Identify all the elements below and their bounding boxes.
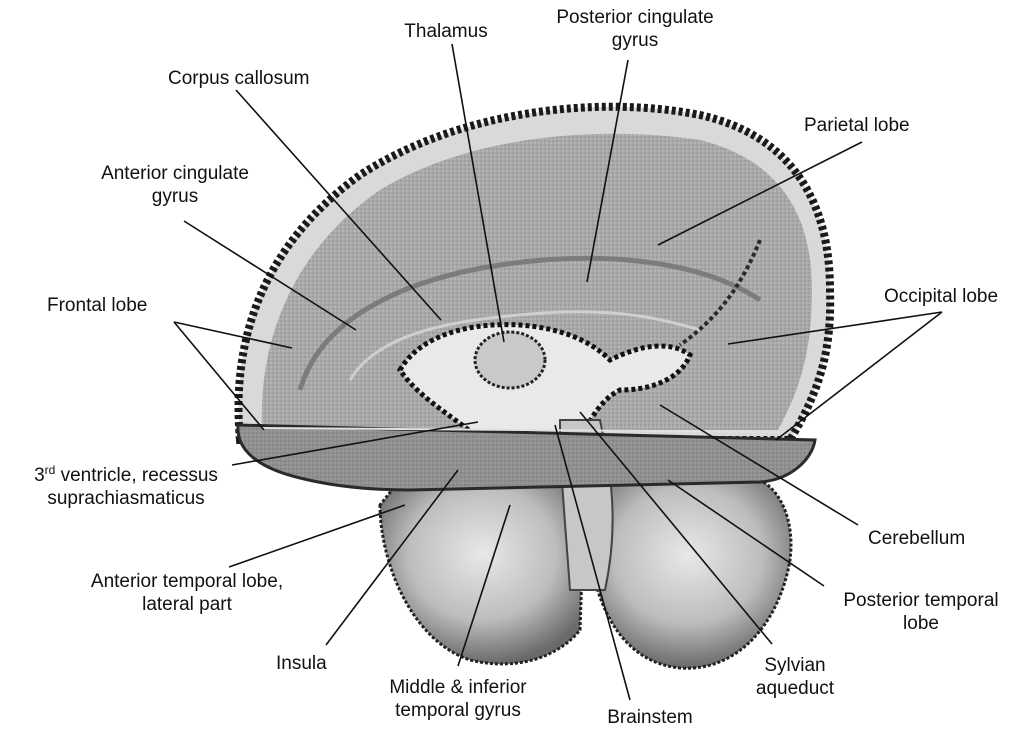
label-frontal-lobe: Frontal lobe (47, 294, 147, 317)
label-posterior-temporal-lobe: Posterior temporal lobe (826, 589, 1016, 635)
label-brainstem: Brainstem (590, 706, 710, 729)
label-thalamus: Thalamus (386, 20, 506, 43)
label-anterior-temporal-lobe: Anterior temporal lobe, lateral part (62, 570, 312, 616)
label-third-ventricle: 3rd ventricle, recessus suprachiasmaticu… (6, 464, 246, 510)
leader-anterior-temporal (229, 505, 405, 567)
label-occipital-lobe: Occipital lobe (884, 285, 998, 308)
label-cerebellum: Cerebellum (868, 527, 965, 550)
label-sylvian-aqueduct: Sylvian aqueduct (735, 654, 855, 700)
label-insula: Insula (276, 652, 327, 675)
label-corpus-callosum: Corpus callosum (168, 67, 310, 90)
label-parietal-lobe: Parietal lobe (804, 114, 910, 137)
label-posterior-cingulate-gyrus: Posterior cingulate gyrus (545, 6, 725, 52)
label-middle-inferior-temporal-gyrus: Middle & inferior temporal gyrus (368, 676, 548, 722)
label-anterior-cingulate-gyrus: Anterior cingulate gyrus (75, 162, 275, 208)
